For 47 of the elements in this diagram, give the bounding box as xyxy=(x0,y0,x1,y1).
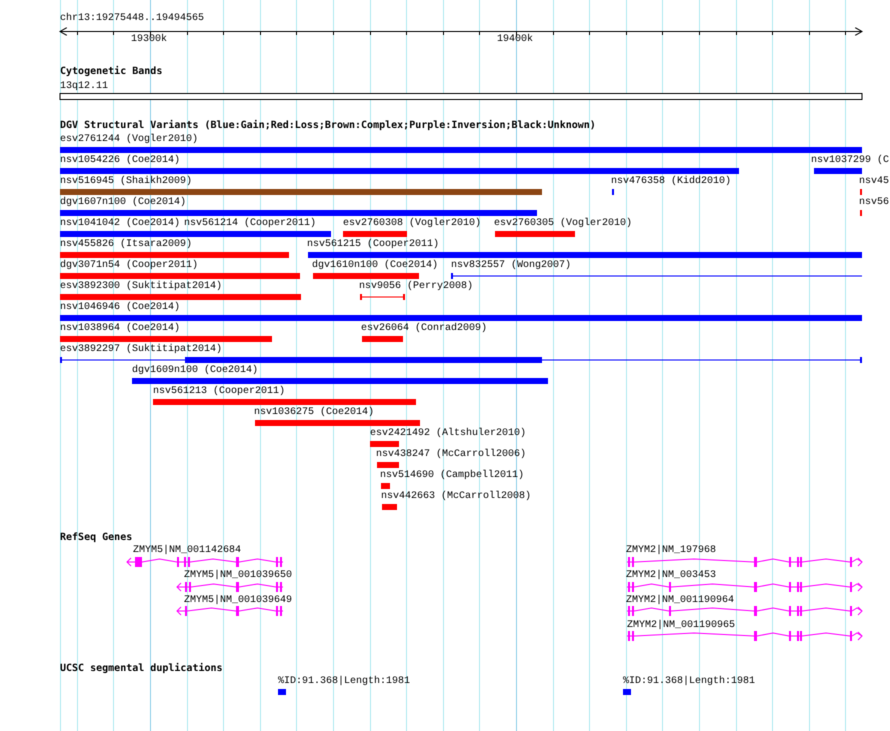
feature-label: nsv45 xyxy=(859,176,890,188)
feature-label: %ID:91.368|Length:1981 xyxy=(278,676,410,688)
feature-label: nsv9056 (Perry2008) xyxy=(359,281,474,293)
gene-label: ZMYM5|NM_001142684 xyxy=(133,545,242,557)
band-label: 13q12.11 xyxy=(60,81,108,93)
feature-label: dgv1609n100 (Coe2014) xyxy=(132,365,258,377)
feature-label: esv26064 (Conrad2009) xyxy=(361,323,488,335)
feature-label: esv2760308 (Vogler2010) xyxy=(343,218,482,230)
feature-label: nsv832557 (Wong2007) xyxy=(451,260,572,272)
feature-label: nsv516945 (Shaikh2009) xyxy=(60,176,192,188)
feature-label: nsv1036275 (Coe2014) xyxy=(254,407,374,419)
feature-label: nsv561214 (Cooper2011) xyxy=(184,218,316,230)
feature-label: esv3892300 (Suktitipat2014) xyxy=(60,281,222,293)
track-heading: RefSeq Genes xyxy=(60,532,132,544)
feature-label: esv2761244 (Vogler2010) xyxy=(60,134,198,146)
axis-label: 19300k xyxy=(131,34,168,46)
axis-label: 19400k xyxy=(497,34,534,46)
feature-label: dgv1610n100 (Coe2014) xyxy=(312,260,438,272)
feature-label: esv3892297 (Suktitipat2014) xyxy=(60,344,222,356)
feature-label: nsv442663 (McCarroll2008) xyxy=(381,491,532,503)
feature-label: %ID:91.368|Length:1981 xyxy=(623,676,756,688)
feature-label: nsv1041042 (Coe2014) xyxy=(60,218,180,230)
feature-label: dgv1607n100 (Coe2014) xyxy=(60,197,186,209)
feature-label: esv2421492 (Altshuler2010) xyxy=(370,428,526,440)
track-heading: DGV Structural Variants (Blue:Gain;Red:Loss;Brown:Complex;Purple:Inversion;Black:Unknown) xyxy=(60,120,596,132)
gene-label: ZMYM2|NM_003453 xyxy=(626,570,716,582)
gene-label: ZMYM5|NM_001039650 xyxy=(184,570,292,582)
feature-label: nsv514690 (Campbell2011) xyxy=(380,470,524,482)
gene-label: ZMYM5|NM_001039649 xyxy=(184,595,292,607)
gene-label: ZMYM2|NM_001190965 xyxy=(627,620,736,632)
position-label: chr13:19275448..19494565 xyxy=(60,13,204,25)
track-heading: Cytogenetic Bands xyxy=(60,66,162,78)
feature-label: nsv1037299 (C xyxy=(811,155,890,167)
feature-label: dgv3071n54 (Cooper2011) xyxy=(60,260,198,272)
feature-label: nsv561215 (Cooper2011) xyxy=(307,239,440,251)
gene-label: ZMYM2|NM_001190964 xyxy=(626,595,734,607)
feature-label: nsv1046946 (Coe2014) xyxy=(60,302,180,314)
track-heading: UCSC segmental duplications xyxy=(60,663,223,675)
gene-label: ZMYM2|NM_197968 xyxy=(626,545,716,557)
feature-label: nsv1054226 (Coe2014) xyxy=(60,155,180,167)
feature-label: nsv561213 (Cooper2011) xyxy=(153,386,286,398)
feature-label: nsv1038964 (Coe2014) xyxy=(60,323,180,335)
feature-label: nsv476358 (Kidd2010) xyxy=(611,176,732,188)
feature-label: nsv56 xyxy=(859,197,890,209)
feature-label: nsv438247 (McCarroll2006) xyxy=(376,449,526,461)
feature-label: nsv455826 (Itsara2009) xyxy=(60,239,192,251)
feature-label: esv2760305 (Vogler2010) xyxy=(494,218,632,230)
